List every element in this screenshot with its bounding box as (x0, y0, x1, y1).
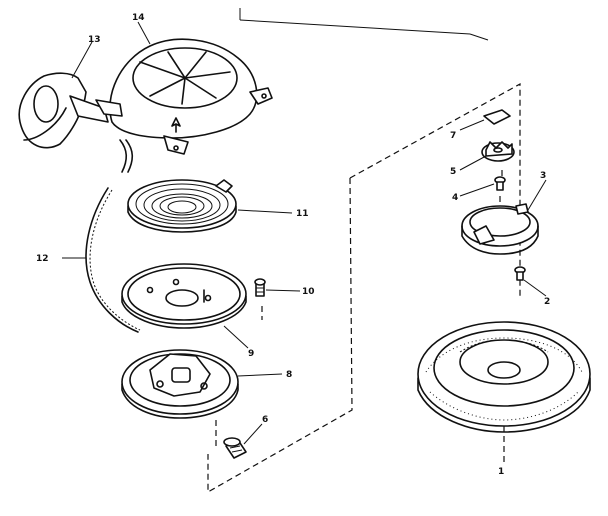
callout-labels: 14 13 11 12 10 9 8 6 7 5 4 3 2 1 (36, 13, 550, 477)
starter-cup (417, 321, 591, 433)
screw-part-2 (514, 266, 526, 281)
screw-part-6 (223, 437, 247, 459)
callout-8: 8 (286, 370, 292, 380)
callout-7: 7 (450, 131, 456, 141)
brake-housing (461, 203, 539, 255)
top-frame-remnant (239, 8, 489, 41)
screw-part-10 (254, 278, 266, 297)
callout-14: 14 (132, 13, 145, 23)
callout-9: 9 (248, 349, 254, 359)
pawl (483, 109, 511, 125)
callout-13: 13 (88, 35, 101, 45)
screw-part-4 (494, 176, 506, 191)
retainer (481, 141, 515, 162)
callout-3: 3 (540, 171, 546, 181)
assembly-dashed-boundary (207, 82, 521, 494)
callout-6: 6 (262, 415, 268, 425)
callout-11: 11 (296, 209, 309, 219)
starter-handle (18, 72, 123, 149)
leader-lines (62, 21, 547, 445)
pulley-plate (121, 263, 247, 329)
starter-housing (109, 38, 273, 173)
callout-1: 1 (498, 467, 504, 477)
callout-12: 12 (36, 254, 49, 264)
callout-10: 10 (302, 287, 315, 297)
starter-rope (85, 187, 141, 333)
callout-4: 4 (452, 193, 458, 203)
callout-5: 5 (450, 167, 456, 177)
cup-knurl-texture (425, 337, 583, 421)
callout-2: 2 (544, 297, 550, 307)
cam-plate (121, 349, 239, 419)
rewind-spring (127, 179, 237, 233)
